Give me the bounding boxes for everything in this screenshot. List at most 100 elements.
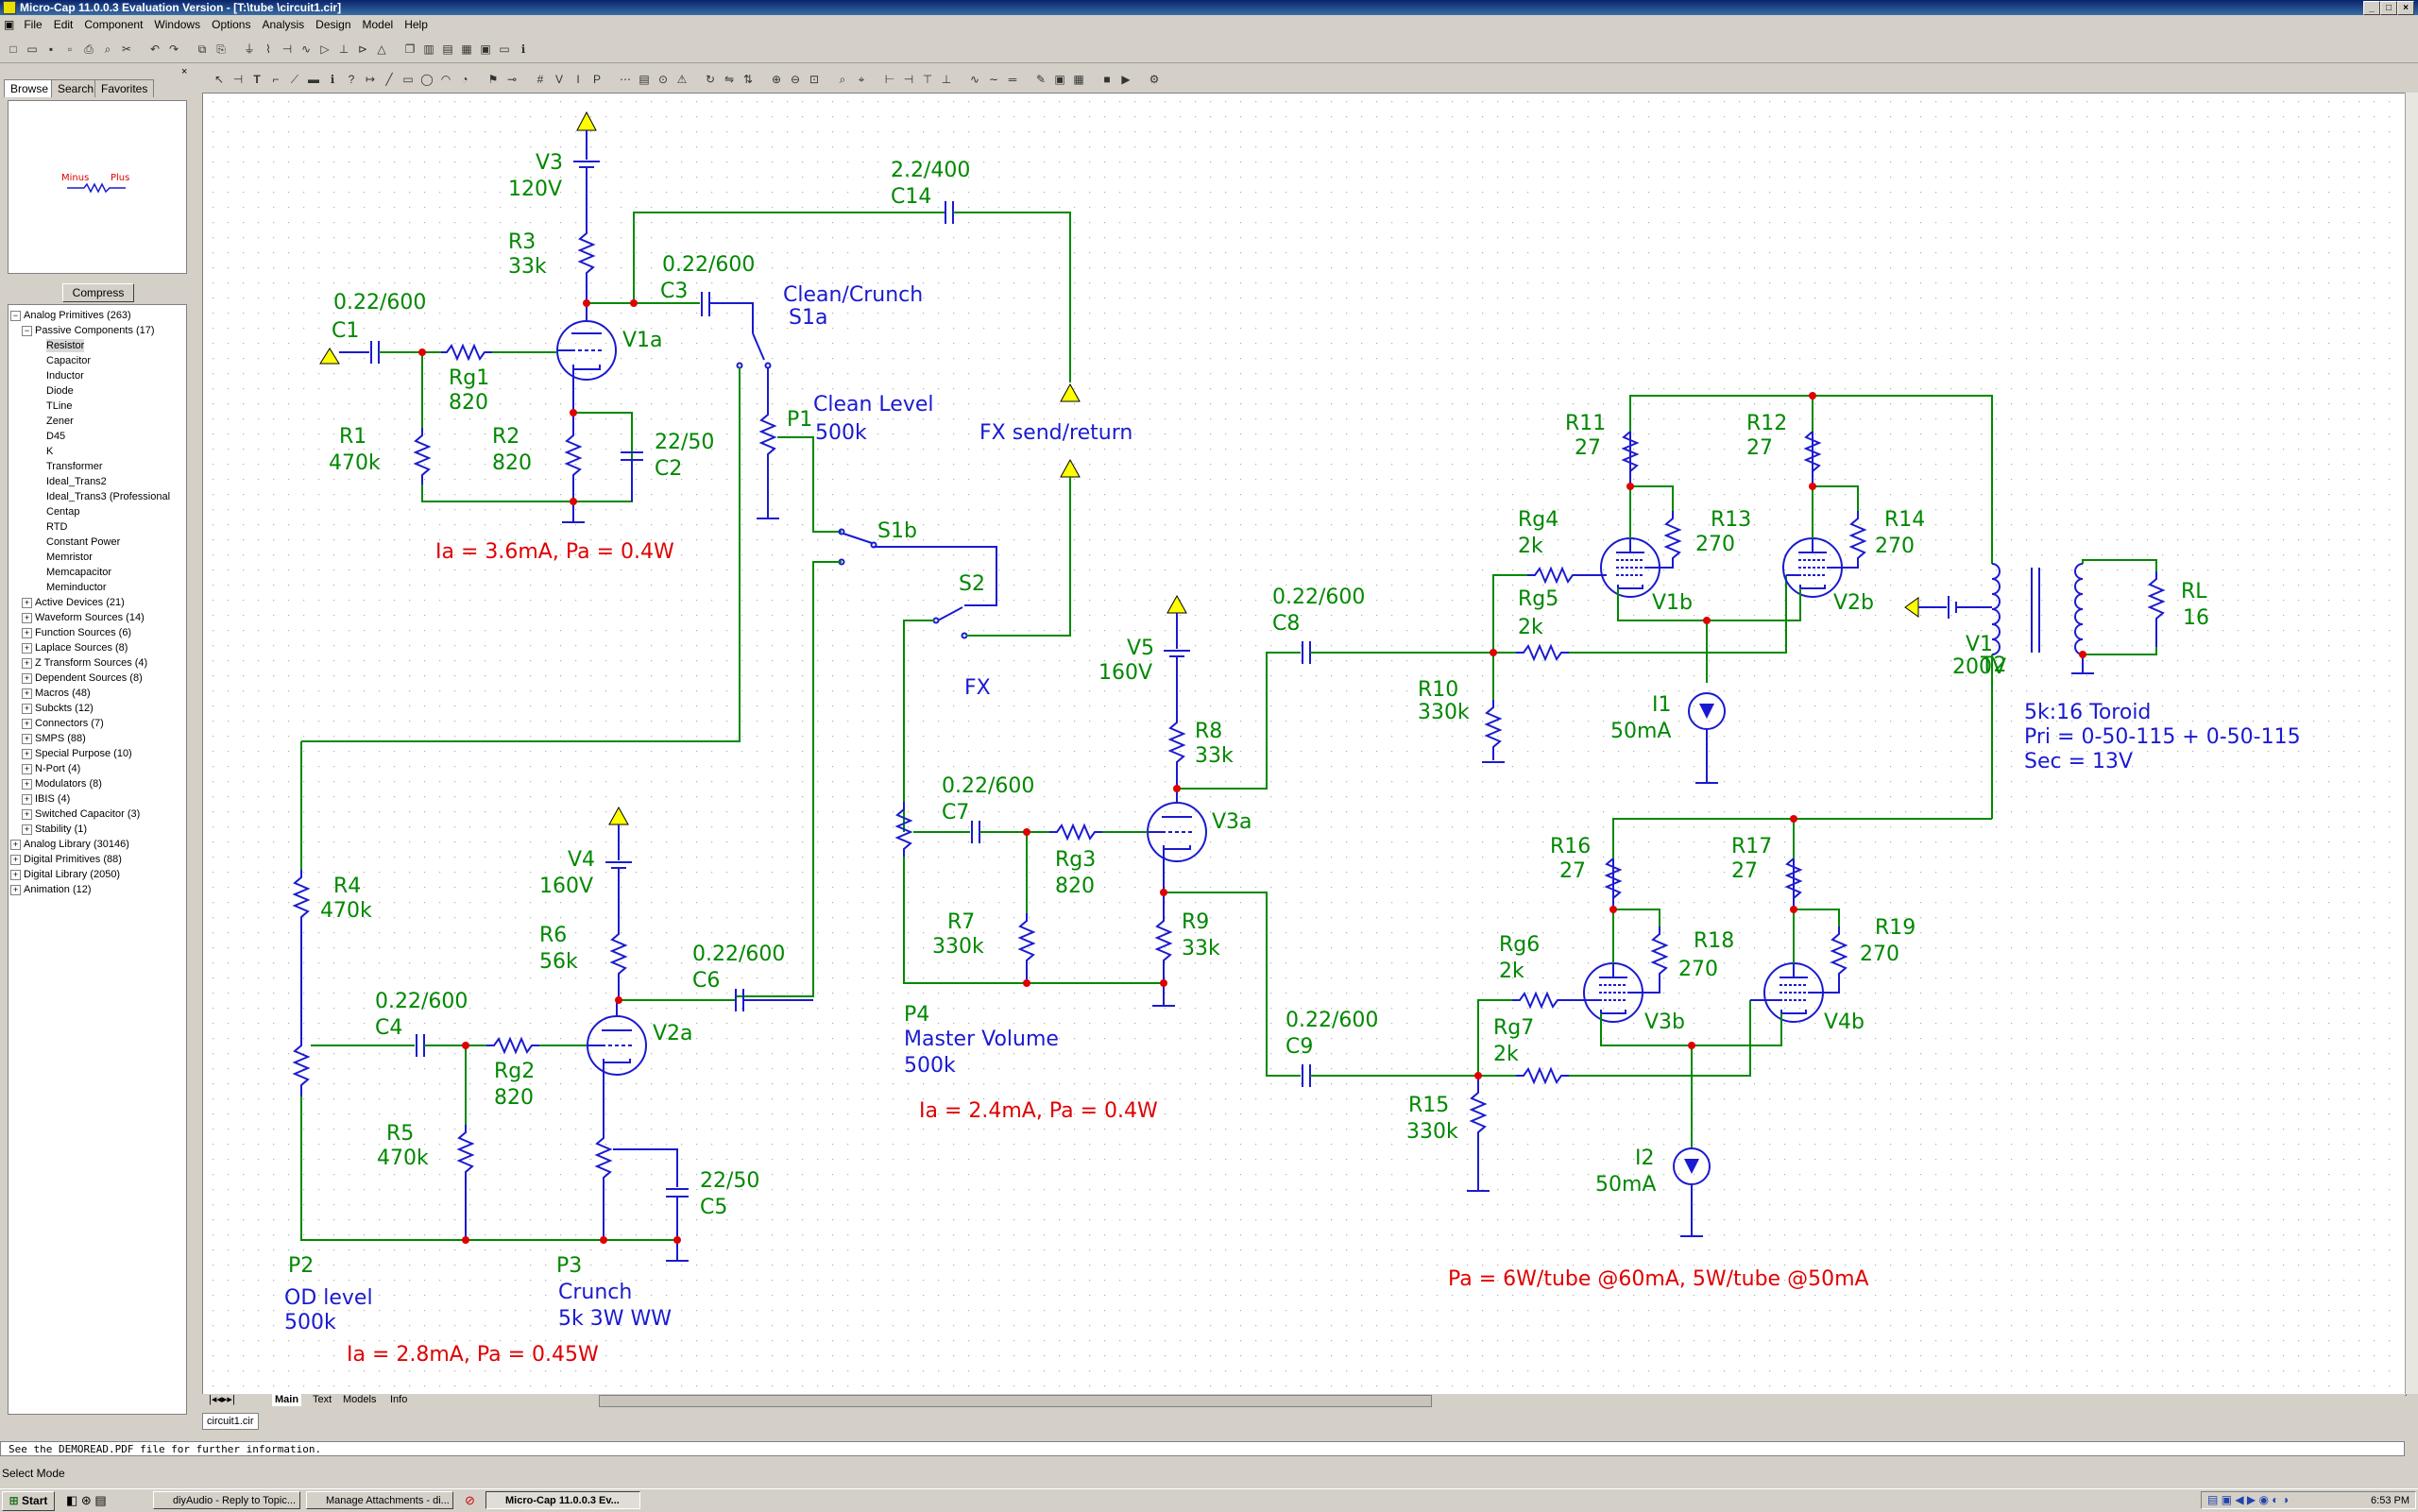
c5-capacitor[interactable]: [666, 1189, 689, 1261]
tree-item[interactable]: +Z Transform Sources (4): [22, 656, 147, 670]
tab-browse[interactable]: Browse: [4, 79, 55, 97]
tree-item[interactable]: +Digital Library (2050): [10, 868, 120, 881]
doc-icon[interactable]: ▣: [0, 15, 18, 34]
rg3-resistor[interactable]: [1049, 825, 1102, 839]
tree-item[interactable]: Diode: [46, 384, 74, 398]
task-diyaudio-reply[interactable]: diyAudio - Reply to Topic...: [153, 1491, 300, 1509]
pie-icon[interactable]: ◔: [457, 72, 472, 87]
mirror-icon[interactable]: ⇋: [722, 72, 737, 87]
c14-capacitor[interactable]: [945, 201, 953, 224]
copy-icon[interactable]: ⧉: [195, 42, 210, 57]
r6-resistor[interactable]: [612, 926, 625, 1002]
menu-help[interactable]: Help: [399, 15, 434, 34]
window-tile-icon[interactable]: ▥: [421, 42, 436, 57]
v2a-triode-symbol[interactable]: [587, 1002, 646, 1130]
tree-item[interactable]: −Passive Components (17): [22, 324, 155, 337]
fx-send-terminal[interactable]: [1061, 384, 1080, 401]
tree-item[interactable]: +Digital Primitives (88): [10, 853, 122, 866]
tab-search[interactable]: Search: [51, 79, 100, 97]
currents-icon[interactable]: I: [570, 72, 586, 87]
panel-close-icon[interactable]: ×: [181, 66, 187, 77]
r19-resistor[interactable]: [1808, 926, 1846, 993]
mouse-icon[interactable]: ⌖: [854, 72, 869, 87]
expand-icon[interactable]: +: [22, 809, 32, 820]
align-left-icon[interactable]: ⊢: [882, 72, 897, 87]
voltages-icon[interactable]: V: [552, 72, 567, 87]
pin-icon[interactable]: ⊸: [504, 72, 519, 87]
grid-icon[interactable]: ⋯: [618, 72, 633, 87]
expand-icon[interactable]: +: [22, 628, 32, 638]
opamp-icon[interactable]: △: [374, 42, 389, 57]
s1a-switch[interactable]: [738, 333, 771, 409]
select-mode-icon[interactable]: ↖: [212, 72, 227, 87]
tab-text[interactable]: Text: [310, 1394, 334, 1406]
expand-icon[interactable]: +: [22, 613, 32, 623]
r5-resistor[interactable]: [459, 1125, 472, 1240]
tree-item[interactable]: Centap: [46, 505, 79, 518]
tree-item[interactable]: Zener: [46, 415, 74, 428]
p1-potentiometer[interactable]: [761, 409, 775, 500]
r13-resistor[interactable]: [1644, 511, 1679, 568]
menu-analysis[interactable]: Analysis: [256, 15, 310, 34]
blocked-icon[interactable]: ⊘: [465, 1493, 475, 1508]
save-icon[interactable]: ▪: [43, 42, 59, 57]
redo-icon[interactable]: ↷: [166, 42, 181, 57]
text-mode-icon[interactable]: T: [249, 72, 264, 87]
expand-icon[interactable]: +: [22, 749, 32, 759]
panel-icon[interactable]: ▦: [459, 42, 474, 57]
c2-capacitor[interactable]: [621, 452, 643, 501]
ellipse-icon[interactable]: ◯: [419, 72, 434, 87]
r2-resistor[interactable]: [567, 428, 580, 501]
zoom-fit-icon[interactable]: ⊡: [807, 72, 822, 87]
open-icon[interactable]: ▭: [25, 42, 40, 57]
align-top-icon[interactable]: ⊤: [920, 72, 935, 87]
help-mode-icon[interactable]: ?: [344, 72, 359, 87]
undo-icon[interactable]: ↶: [147, 42, 162, 57]
tab-info[interactable]: Info: [387, 1394, 410, 1406]
expand-icon[interactable]: +: [22, 643, 32, 654]
tab-main[interactable]: Main: [272, 1394, 301, 1406]
tree-item[interactable]: +Subckts (12): [22, 702, 94, 715]
c8-capacitor[interactable]: [1303, 641, 1310, 664]
tab-models[interactable]: Models: [340, 1394, 379, 1406]
tree-item[interactable]: +Connectors (7): [22, 717, 104, 730]
r15-resistor[interactable]: [1472, 1076, 1485, 1191]
menu-file[interactable]: File: [18, 15, 47, 34]
find-icon[interactable]: ⌕: [835, 72, 850, 87]
maximize-button[interactable]: □: [2380, 1, 2397, 15]
c3-capacitor[interactable]: [702, 292, 709, 316]
rotate-icon[interactable]: ↻: [703, 72, 718, 87]
expand-icon[interactable]: +: [22, 598, 32, 608]
r12-resistor[interactable]: [1806, 432, 1819, 486]
expand-icon[interactable]: +: [22, 673, 32, 684]
zoom-out-icon[interactable]: ⊖: [788, 72, 803, 87]
battery-icon[interactable]: ⊥: [336, 42, 351, 57]
tree-item[interactable]: TLine: [46, 399, 73, 413]
tree-item[interactable]: Constant Power: [46, 535, 120, 549]
ac-icon[interactable]: ∼: [986, 72, 1001, 87]
tree-item[interactable]: +Special Purpose (10): [22, 747, 132, 760]
power-icon[interactable]: P: [589, 72, 604, 87]
tree-item[interactable]: +Laplace Sources (8): [22, 641, 128, 654]
horizontal-scrollbar[interactable]: [599, 1395, 1432, 1407]
expand-icon[interactable]: +: [22, 824, 32, 835]
p3-potentiometer[interactable]: [597, 1130, 610, 1240]
expand-icon[interactable]: +: [22, 734, 32, 744]
menu-options[interactable]: Options: [206, 15, 256, 34]
point-to-end-icon[interactable]: ↦: [363, 72, 378, 87]
diagonal-wire-icon[interactable]: ⟋: [287, 72, 302, 87]
tree-item[interactable]: RTD: [46, 520, 67, 534]
zoom-in-icon[interactable]: ⊕: [769, 72, 784, 87]
pin-connections-icon[interactable]: ⊙: [656, 72, 671, 87]
rl-resistor[interactable]: [2150, 571, 2163, 647]
print-icon[interactable]: ⎙: [81, 42, 96, 57]
wire-mode-icon[interactable]: ⌐: [268, 72, 283, 87]
tab-favorites[interactable]: Favorites: [94, 79, 154, 97]
print-preview-icon[interactable]: ⌕: [100, 42, 115, 57]
i1-current-source[interactable]: [1689, 693, 1725, 783]
transient-icon[interactable]: ∿: [967, 72, 982, 87]
scope-icon[interactable]: ▣: [1052, 72, 1067, 87]
collapse-icon[interactable]: −: [22, 326, 32, 336]
v1a-triode-symbol[interactable]: [557, 303, 616, 413]
r4-resistor[interactable]: [295, 870, 308, 1038]
